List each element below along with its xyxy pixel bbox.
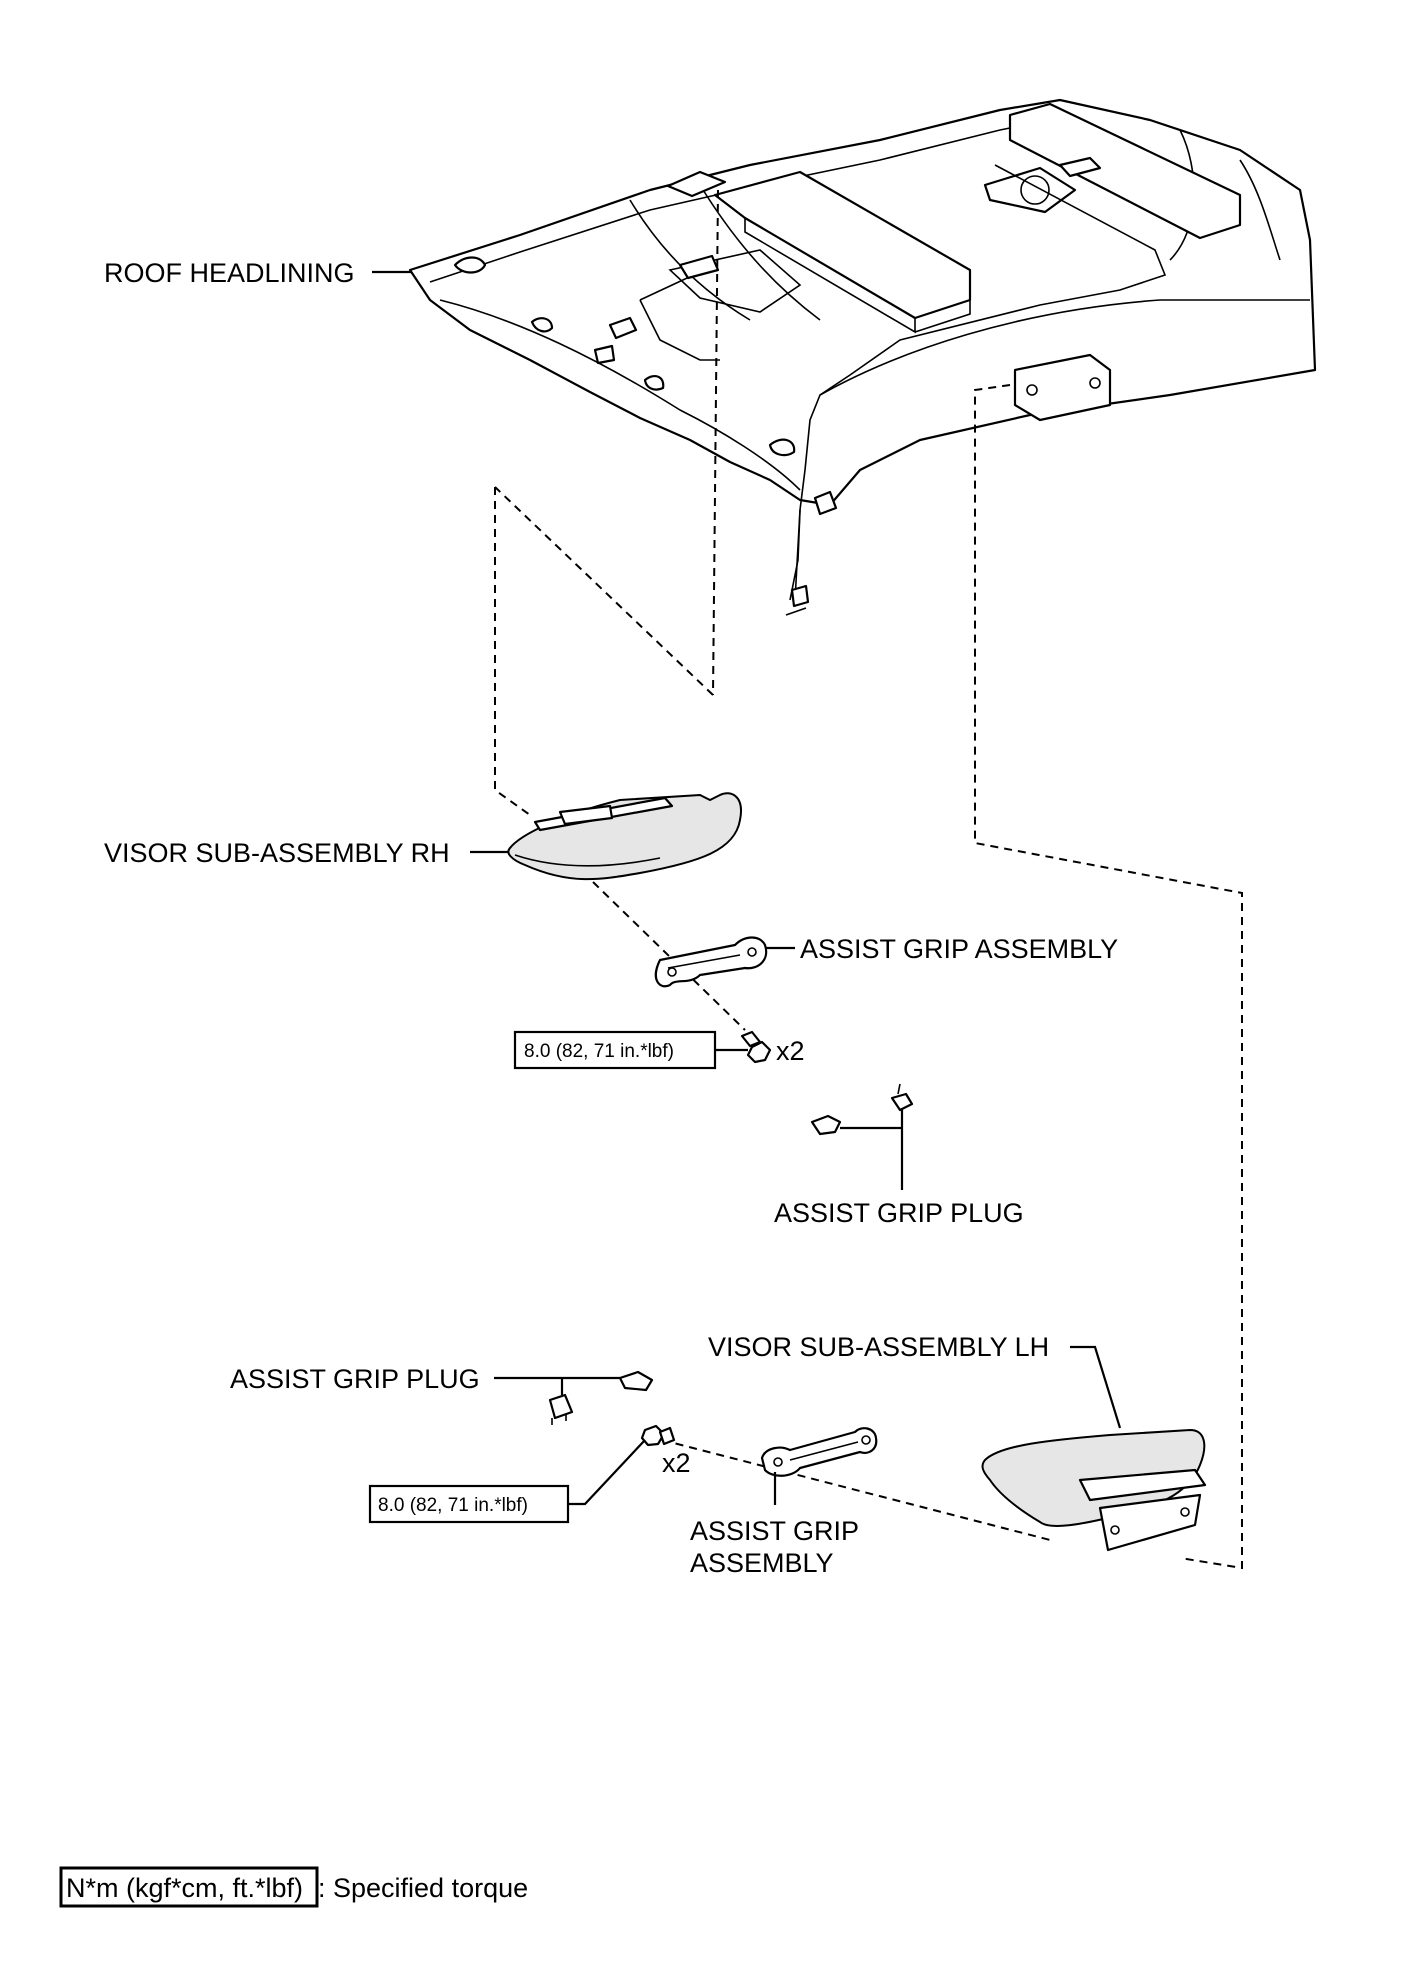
visor-lh-label: VISOR SUB-ASSEMBLY LH	[708, 1332, 1049, 1362]
torque-spec-upper: 8.0 (82, 71 in.*lbf)	[524, 1041, 674, 1062]
legend-unit: N*m (kgf*cm, ft.*lbf)	[66, 1873, 303, 1903]
visor-rh-label: VISOR SUB-ASSEMBLY RH	[104, 838, 450, 868]
visor-lh-leader	[1070, 1345, 1122, 1429]
bolt-upper-icon	[740, 1030, 772, 1064]
torque-lower-leader	[568, 1439, 646, 1506]
bolt-lower-icon	[640, 1424, 676, 1447]
assist-grip-plug-lower-label: ASSIST GRIP PLUG	[230, 1364, 480, 1394]
legend-description: : Specified torque	[318, 1873, 528, 1903]
quantity-lower: x2	[662, 1448, 691, 1478]
assist-grip-lower-label-line1: ASSIST GRIP	[690, 1516, 859, 1546]
assist-grip-plug-upper-label: ASSIST GRIP PLUG	[774, 1198, 1024, 1228]
assist-grip-plug-upper-leader	[840, 1108, 904, 1190]
assist-grip-plug-lower-part	[548, 1370, 654, 1425]
roof-headlining-part	[408, 98, 1317, 616]
visor-rh-part	[507, 792, 742, 881]
assist-grip-plug-lower-leader	[494, 1376, 620, 1395]
torque-spec-lower: 8.0 (82, 71 in.*lbf)	[378, 1495, 528, 1516]
visor-lh-part	[981, 1428, 1207, 1552]
alignment-lines	[494, 189, 1243, 1570]
assist-grip-upper-part	[654, 936, 768, 988]
assist-grip-lower-part	[760, 1427, 878, 1477]
assist-grip-lower-label-line2: ASSEMBLY	[690, 1548, 834, 1578]
torque-spec-upper-box	[513, 1030, 717, 1070]
assist-grip-plug-upper-part	[810, 1083, 914, 1136]
assist-grip-upper-label: ASSIST GRIP ASSEMBLY	[800, 934, 1118, 964]
torque-spec-lower-box	[368, 1484, 570, 1524]
roof-headlining-label: ROOF HEADLINING	[104, 258, 355, 288]
quantity-upper: x2	[776, 1036, 805, 1066]
legend-unit-box	[59, 1866, 319, 1908]
